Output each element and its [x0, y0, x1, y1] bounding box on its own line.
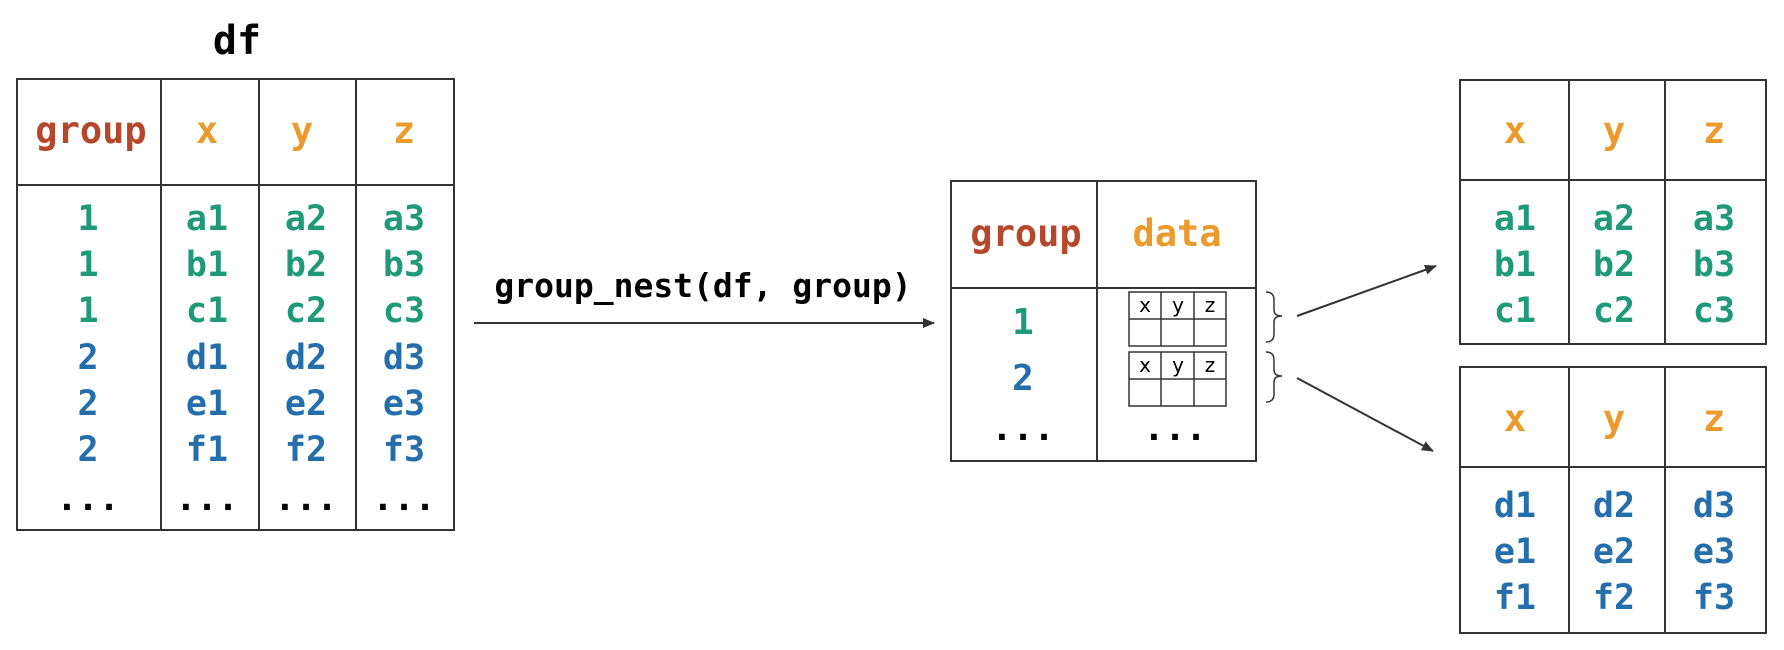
result2-header-x: x [1504, 397, 1526, 440]
mini-header-z: z [1205, 293, 1216, 317]
mini-header-x: x [1139, 293, 1151, 317]
df-cell: 1 [77, 199, 98, 239]
df-cell: 2 [77, 430, 98, 470]
df-cell: f2 [285, 430, 327, 470]
result2-cell: f3 [1693, 578, 1735, 618]
mini-table-2: x y z [1128, 351, 1227, 407]
result2-cell: d2 [1593, 486, 1635, 526]
df-cell: b2 [285, 245, 327, 285]
df-cell: e3 [383, 384, 425, 424]
df-title: df [213, 18, 261, 64]
result1-cell: a3 [1693, 199, 1735, 239]
df-ellipsis: ... [56, 479, 119, 519]
result1-cell: b1 [1494, 245, 1536, 285]
result1-header-y: y [1603, 109, 1625, 152]
arrow-to-table-2 [1296, 377, 1434, 452]
mini-header-z: z [1205, 353, 1216, 377]
result1-cell: a1 [1494, 199, 1536, 239]
mini-header-y: y [1172, 353, 1184, 377]
nested-ellipsis: ... [1143, 409, 1206, 449]
result1-cell: c2 [1593, 291, 1635, 331]
df-cell: f3 [383, 430, 425, 470]
result2-cell: e2 [1593, 532, 1635, 572]
nested-header-data: data [1132, 212, 1221, 255]
df-cell: a1 [186, 199, 228, 239]
result-table-1: x y z a1 a2 a3 b1 b2 b3 c1 c2 c3 [1459, 79, 1767, 345]
df-cell: f1 [186, 430, 228, 470]
df-header-z: z [393, 109, 415, 152]
mini-header-y: y [1172, 293, 1184, 317]
result2-cell: e1 [1494, 532, 1536, 572]
df-ellipsis: ... [175, 479, 238, 519]
mini-header-x: x [1139, 353, 1151, 377]
df-cell: e1 [186, 384, 228, 424]
df-cell: d3 [383, 338, 425, 378]
df-ellipsis: ... [274, 479, 337, 519]
result1-cell: c3 [1693, 291, 1735, 331]
df-cell: 2 [77, 338, 98, 378]
result2-header-y: y [1603, 397, 1625, 440]
df-cell: d1 [186, 338, 228, 378]
mini-table-1: x y z [1128, 291, 1227, 347]
result1-cell: b2 [1593, 245, 1635, 285]
result-table-2: x y z d1 d2 d3 e1 e2 e3 f1 f2 f3 [1459, 366, 1767, 634]
operation-label: group_nest(df, group) [494, 266, 911, 305]
result2-cell: d1 [1494, 486, 1536, 526]
df-header-y: y [291, 109, 313, 152]
result1-cell: a2 [1593, 199, 1635, 239]
result2-cell: f2 [1593, 578, 1635, 618]
arrow-to-table-1 [1296, 265, 1437, 317]
df-cell: c3 [383, 291, 425, 331]
result2-cell: f1 [1494, 578, 1536, 618]
result1-cell: b3 [1693, 245, 1735, 285]
result2-cell: e3 [1693, 532, 1735, 572]
df-cell: c1 [186, 291, 228, 331]
df-cell: 1 [77, 291, 98, 331]
df-cell: a2 [285, 199, 327, 239]
nested-ellipsis: ... [991, 409, 1054, 449]
df-cell: b1 [186, 245, 228, 285]
df-cell: d2 [285, 338, 327, 378]
df-header-group: group [35, 109, 146, 152]
df-cell: b3 [383, 245, 425, 285]
df-table: group x y z 1 a1 a2 a3 1 b1 b2 b3 1 c1 c… [16, 78, 455, 531]
nested-header-group: group [970, 212, 1081, 255]
df-header-x: x [196, 109, 218, 152]
result2-cell: d3 [1693, 486, 1735, 526]
df-ellipsis: ... [372, 479, 435, 519]
df-cell: c2 [285, 291, 327, 331]
result1-header-z: z [1703, 109, 1725, 152]
nested-group-2: 2 [1012, 358, 1034, 399]
result1-header-x: x [1504, 109, 1526, 152]
nested-table: group data 1 2 ... ... x y z x y z [950, 180, 1257, 462]
df-cell: e2 [285, 384, 327, 424]
brace-1 [1265, 291, 1283, 343]
df-cell: 2 [77, 384, 98, 424]
df-cell: a3 [383, 199, 425, 239]
result2-header-z: z [1703, 397, 1725, 440]
brace-2 [1265, 351, 1283, 403]
result1-cell: c1 [1494, 291, 1536, 331]
nested-group-1: 1 [1012, 302, 1034, 343]
df-cell: 1 [77, 245, 98, 285]
